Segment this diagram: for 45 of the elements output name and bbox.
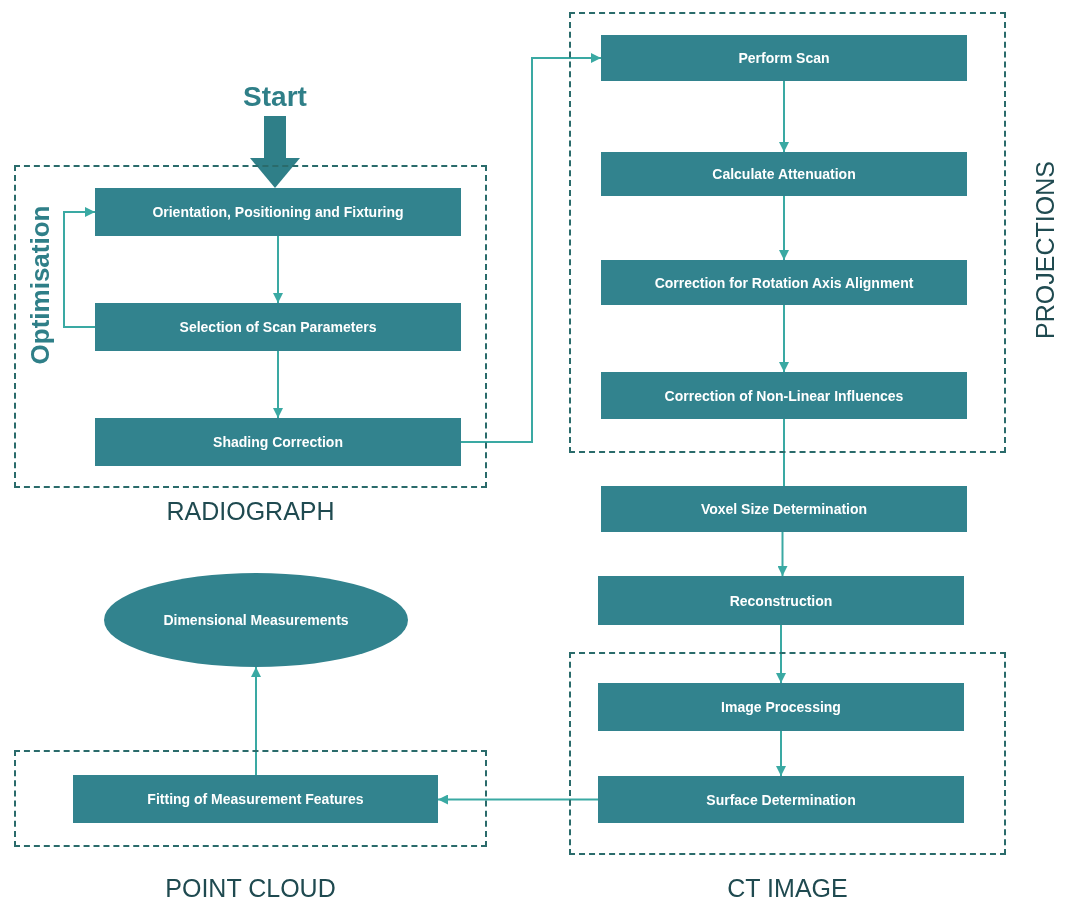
process-box xyxy=(601,372,967,419)
arrow xyxy=(776,730,786,777)
box-label: Orientation, Positioning and Fixturing xyxy=(152,204,404,220)
box-label: Surface Determination xyxy=(706,791,856,808)
box-label: Shading Correction xyxy=(213,434,343,450)
group-title: RADIOGRAPH xyxy=(165,496,336,527)
arrow xyxy=(273,235,283,304)
arrow xyxy=(776,624,786,684)
box-label: Correction of Non-Linear Influences xyxy=(664,387,904,404)
group-title: POINT CLOUD xyxy=(164,873,337,904)
arrow xyxy=(273,350,283,419)
arrow xyxy=(779,195,789,261)
process-box xyxy=(95,188,461,236)
arrow xyxy=(779,80,789,153)
block-arrow xyxy=(250,116,300,188)
arrow xyxy=(779,304,789,373)
box-label: Correction for Rotation Axis Alignment xyxy=(654,274,914,291)
arrow xyxy=(777,531,788,577)
box-label: Image Processing xyxy=(721,699,841,715)
process-box xyxy=(73,775,438,823)
box-label: Dimensional Measurements xyxy=(163,612,349,628)
group-title: CT IMAGE xyxy=(726,873,849,904)
connector-line xyxy=(783,418,785,487)
box-label: Perform Scan xyxy=(738,50,830,66)
process-box xyxy=(598,683,964,731)
process-box xyxy=(95,418,461,466)
arrow xyxy=(251,666,261,776)
box-label: Calculate Attenuation xyxy=(712,166,856,182)
arrow xyxy=(460,53,602,443)
box-label: Reconstruction xyxy=(729,592,833,609)
box-label: Voxel Size Determination xyxy=(700,501,868,517)
process-box xyxy=(601,486,967,532)
process-box xyxy=(598,776,964,823)
arrow xyxy=(63,207,96,328)
group-title: PROJECTIONS xyxy=(1030,160,1060,341)
box-label: Selection of Scan Parameters xyxy=(179,319,377,335)
process-box xyxy=(598,576,964,625)
arrow xyxy=(437,794,599,805)
box-label: Fitting of Measurement Features xyxy=(147,791,364,807)
process-box xyxy=(601,35,967,81)
process-box xyxy=(601,260,967,305)
process-box xyxy=(601,152,967,196)
loop-label: Optimisation xyxy=(24,204,56,367)
start-label: Start xyxy=(243,81,307,113)
process-box xyxy=(95,303,461,351)
